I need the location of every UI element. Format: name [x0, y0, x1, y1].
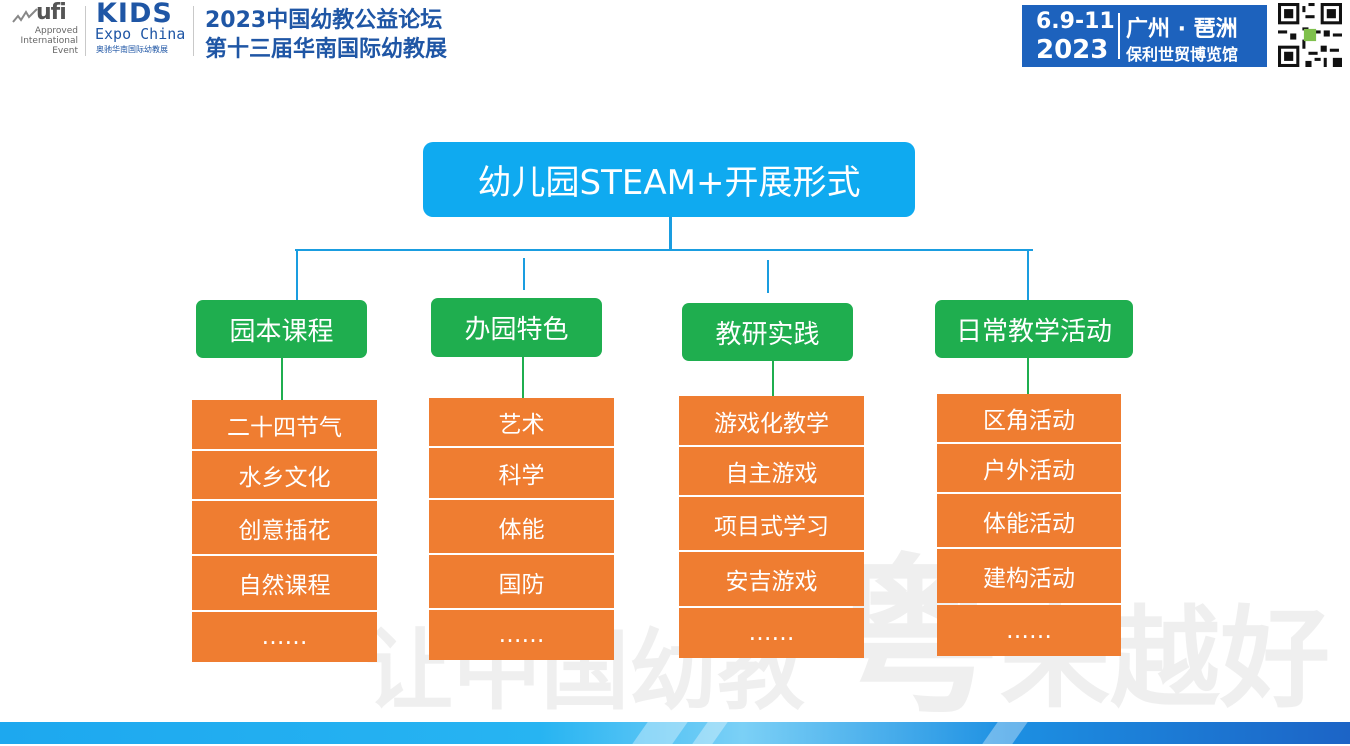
leaf-label: 区角活动	[983, 408, 1075, 434]
ufi-line1: Approved	[34, 26, 78, 36]
header-divider	[193, 6, 194, 56]
forum-title: 2023中国幼教公益论坛	[205, 8, 443, 33]
root-label: 幼儿园STEAM+开展形式	[477, 163, 861, 203]
leaf-connector	[522, 357, 524, 398]
leaf-label: 创意插花	[238, 517, 331, 544]
leaf-node: 区角活动	[937, 394, 1121, 442]
footer-stripe	[692, 722, 728, 744]
category-node: 教研实践	[682, 303, 853, 361]
leaf-label: ……	[748, 620, 795, 646]
leaf-node: 自然课程	[192, 556, 377, 610]
ufi-swoosh-icon	[12, 8, 38, 23]
event-dates: 6.9-11	[1036, 9, 1115, 34]
leaf-node: 户外活动	[937, 444, 1121, 492]
leaf-node: 游戏化教学	[679, 396, 864, 445]
leaf-node: 水乡文化	[192, 451, 377, 499]
expo-title: 第十三届华南国际幼教展	[205, 37, 448, 62]
category-label: 办园特色	[464, 315, 569, 345]
category-node: 日常教学活动	[935, 300, 1133, 358]
date-venue-badge: 6.9-11 2023 广州 · 琶洲 保利世贸博览馆	[1022, 5, 1267, 67]
category-label: 日常教学活动	[955, 316, 1112, 347]
root-node: 幼儿园STEAM+开展形式	[423, 142, 915, 217]
root-connector	[669, 217, 672, 250]
category-connector	[296, 251, 298, 300]
leaf-label: ……	[498, 622, 545, 648]
leaf-label: 水乡文化	[238, 465, 331, 491]
ufi-line3: Event	[52, 46, 78, 56]
leaf-node: ……	[192, 612, 377, 662]
leaf-node: 二十四节气	[192, 400, 377, 449]
leaf-node: 国防	[429, 555, 614, 608]
branch-connector	[295, 249, 1033, 251]
leaf-label: 二十四节气	[227, 414, 342, 441]
leaf-node: 项目式学习	[679, 497, 864, 550]
leaf-label: 自然课程	[238, 573, 331, 599]
footer-stripe	[632, 722, 688, 744]
venue-hall: 保利世贸博览馆	[1126, 45, 1239, 64]
category-connector	[767, 260, 769, 293]
leaf-node: 自主游戏	[679, 447, 864, 495]
leaf-label: 国防	[498, 571, 545, 598]
leaf-node: ……	[679, 608, 864, 658]
category-label: 教研实践	[715, 319, 820, 350]
expo-header-logos: ufi Approved International Event KIDS Ex…	[0, 0, 470, 62]
qr-code-icon	[1278, 3, 1342, 67]
leaf-label: 建构活动	[983, 566, 1075, 592]
leaf-node: 创意插花	[192, 501, 377, 554]
kids-logo-word: KIDS	[96, 0, 173, 29]
category-connector	[1027, 251, 1029, 300]
category-node: 办园特色	[431, 298, 602, 357]
ufi-logo-word: ufi	[36, 0, 67, 25]
event-year: 2023	[1036, 35, 1109, 65]
category-connector	[523, 258, 525, 290]
leaf-label: 艺术	[498, 412, 545, 438]
expo-subtitle: 奥驰华南国际幼教展	[96, 45, 168, 54]
leaf-label: 自主游戏	[725, 461, 818, 487]
leaf-label: 科学	[498, 463, 545, 489]
leaf-label: 项目式学习	[714, 513, 829, 540]
footer-stripe	[982, 722, 1028, 744]
header-divider	[85, 6, 86, 56]
leaf-node: ……	[429, 610, 614, 660]
category-node: 园本课程	[196, 300, 367, 358]
leaf-node: ……	[937, 605, 1121, 656]
leaf-connector	[1027, 358, 1029, 394]
leaf-node: 安吉游戏	[679, 552, 864, 606]
leaf-node: 体能活动	[937, 494, 1121, 547]
leaf-node: 科学	[429, 448, 614, 498]
leaf-label: 体能活动	[983, 510, 1075, 537]
leaf-node: 艺术	[429, 398, 614, 446]
badge-divider	[1118, 13, 1120, 59]
leaf-label: 体能	[498, 516, 545, 543]
venue-city: 广州 · 琶洲	[1126, 17, 1238, 42]
leaf-label: 安吉游戏	[725, 569, 818, 595]
leaf-label: 户外活动	[983, 458, 1075, 484]
footer-bar	[0, 722, 1350, 744]
leaf-label: ……	[1006, 617, 1052, 644]
leaf-node: 体能	[429, 500, 614, 553]
leaf-label: ……	[261, 624, 308, 650]
leaf-connector	[772, 361, 774, 396]
leaf-label: 游戏化教学	[714, 410, 829, 437]
ufi-line2: International	[20, 36, 78, 46]
category-label: 园本课程	[229, 316, 334, 347]
expo-china-word: Expo China	[95, 25, 186, 43]
leaf-node: 建构活动	[937, 549, 1121, 603]
leaf-connector	[281, 358, 283, 400]
